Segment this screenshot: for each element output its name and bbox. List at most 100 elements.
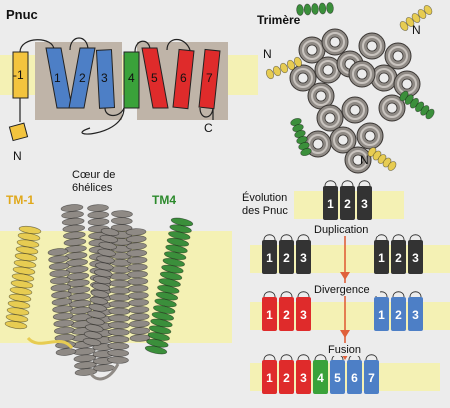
core-label-line1: Cœur de [72,169,115,181]
helix-label-7: 7 [206,71,213,85]
trimer-helix-ring [321,28,349,56]
tm4-helix [144,217,194,355]
trimer-green-helix-2 [399,90,435,120]
topology-title: Pnuc [6,7,38,22]
helix-2 [68,47,96,109]
helix-block-number: 3 [412,251,419,265]
block-loop [263,234,276,241]
step-label-bg-3 [326,343,366,356]
helix-6 [172,48,195,110]
helix-label-6: 6 [180,71,187,85]
block-loop [365,354,378,361]
helix-3 [95,49,116,109]
trimer-helix-ring [316,104,344,132]
block-loop [263,291,276,298]
helix-label-5: 5 [151,71,158,85]
step-duplication: Duplication [314,224,368,236]
helix-block [391,240,406,274]
trimer-helix-ring [370,64,398,92]
block-loop [392,234,405,241]
block-loop [409,291,422,298]
helix-label-1: 1 [54,71,61,85]
core-helix-6 [82,227,120,347]
trimer-green-helix-3 [290,117,312,157]
step-fusion: Fusion [328,344,361,356]
gray-loop [88,363,120,381]
n-terminus-label: N [13,149,22,163]
trimer-yellow-helix-3 [367,147,397,171]
block-loop [297,291,310,298]
helix-block [347,360,362,394]
helix-label-minus1: -1 [13,68,24,82]
trimer-helix-ring [344,146,372,174]
helix-block [279,360,294,394]
loop-path [19,37,214,118]
trimer-n-label-2: N [263,47,272,61]
step-divergence: Divergence [314,284,370,296]
helix-block-number: 6 [351,371,358,385]
helix-block-number: 7 [368,371,375,385]
helix-block [279,240,294,274]
trimer-helix-ring [393,70,421,98]
trimer-title: Trimère [257,13,301,27]
core-label-line2: 6hélices [72,182,113,194]
block-loop [297,234,310,241]
core-helix-1 [60,204,98,376]
helix-block-number: 2 [395,251,402,265]
helix-block [323,186,338,220]
helix-block-number: 3 [300,371,307,385]
helix-block [313,360,328,394]
helix-block [408,297,423,331]
core-helix-4 [47,248,77,356]
c-terminus-label: C [204,121,213,135]
long-loop [81,107,125,135]
helix-block-number: 3 [300,308,307,322]
trimer-helix-ring [358,32,386,60]
tm4-label: TM4 [152,193,176,207]
trimer-yellow-helix-2 [399,5,433,31]
helix-n-tail-box [8,122,29,142]
helix-block [296,240,311,274]
helix-block [296,297,311,331]
helix-block-number: 1 [266,251,273,265]
helix-block-number: 3 [361,197,368,211]
helix-block-number: 5 [334,371,341,385]
helix-block [364,360,379,394]
block-loop [280,291,293,298]
helix-block-number: 2 [344,197,351,211]
block-loop [297,354,310,361]
helix-block [357,186,372,220]
helix-block [279,297,294,331]
helix-block-number: 2 [283,251,290,265]
helix-block [340,186,355,220]
helix-block-number: 1 [378,251,385,265]
trimer-helix-ring [348,60,376,88]
trimer-n-label-1: N [412,23,421,37]
block-loop [263,354,276,361]
yellow-loop [26,336,74,350]
helix-label-2: 2 [79,71,86,85]
trimer-helix-ring [341,96,369,124]
helix-block [262,297,277,331]
block-loop [409,234,422,241]
trimer-structure [265,2,435,174]
trimer-helix-ring [356,122,384,150]
trimer-helix-ring [289,64,317,92]
helix-block-number: 2 [283,308,290,322]
arrowhead-2 [340,330,350,338]
block-loop [324,180,337,187]
trimer-helix-ring [307,82,335,110]
helix-block-number: 3 [412,308,419,322]
block-loop [341,180,354,187]
helix-block [296,360,311,394]
step-label-bg-1 [312,223,378,236]
structure-panel: Cœur de 6hélices TM-1 TM4 [0,169,232,381]
helix-label-4: 4 [128,71,135,85]
